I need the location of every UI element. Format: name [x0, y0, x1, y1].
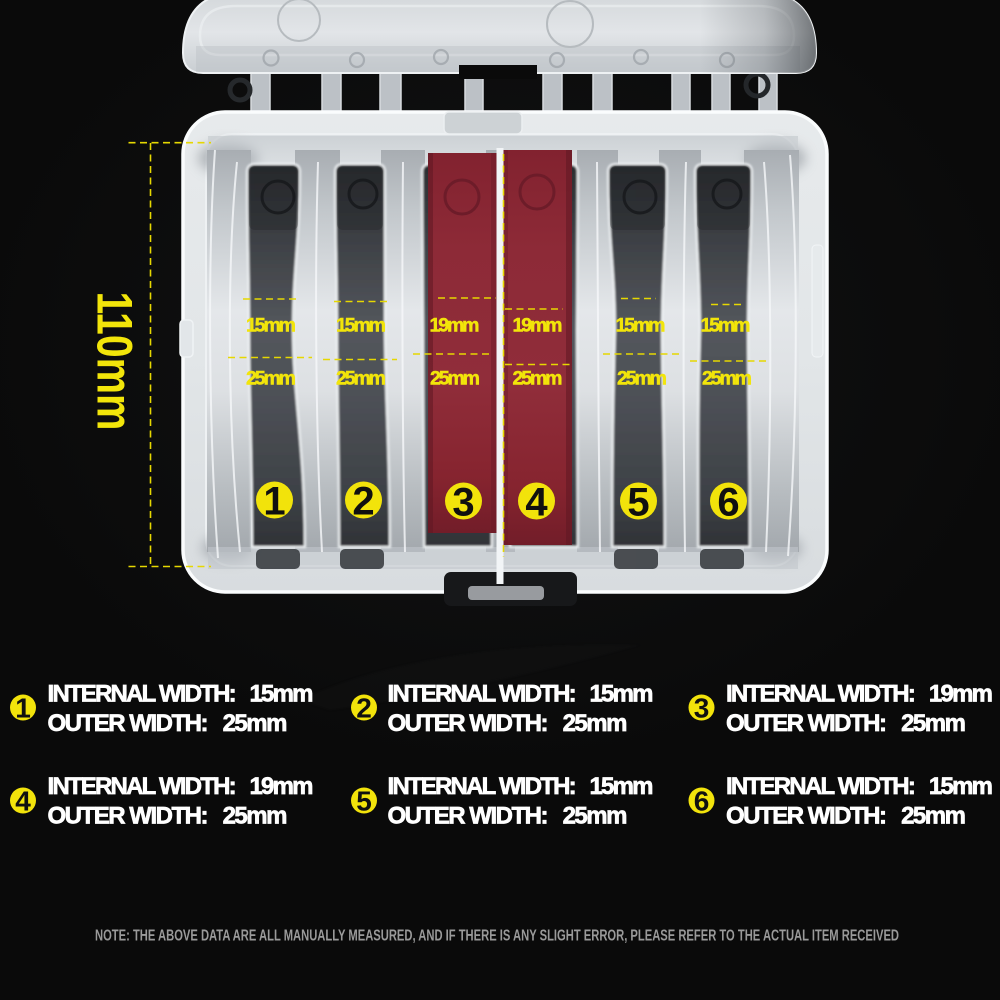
svg-text:110mm: 110mm	[87, 292, 143, 431]
svg-text:INTERNAL WIDTH: 15mm: INTERNAL WIDTH: 15mm	[48, 681, 314, 708]
svg-text:25mm: 25mm	[702, 368, 752, 390]
svg-text:1: 1	[263, 480, 285, 524]
svg-text:19mm: 19mm	[513, 315, 563, 337]
svg-text:5: 5	[356, 786, 372, 817]
svg-text:4: 4	[15, 786, 31, 817]
svg-text:19mm: 19mm	[430, 315, 480, 337]
svg-text:6: 6	[717, 481, 739, 525]
svg-text:15mm: 15mm	[336, 315, 386, 337]
svg-text:6: 6	[694, 786, 710, 817]
svg-text:OUTER WIDTH: 25mm: OUTER WIDTH: 25mm	[726, 710, 966, 737]
svg-text:25mm: 25mm	[617, 368, 667, 390]
svg-text:25mm: 25mm	[513, 368, 563, 390]
svg-text:3: 3	[694, 693, 710, 724]
svg-text:NOTE: THE ABOVE DATA ARE ALL M: NOTE: THE ABOVE DATA ARE ALL MANUALLY ME…	[95, 928, 899, 945]
svg-text:OUTER WIDTH: 25mm: OUTER WIDTH: 25mm	[388, 803, 628, 830]
svg-text:15mm: 15mm	[616, 315, 666, 337]
svg-text:5: 5	[627, 481, 649, 525]
svg-text:3: 3	[452, 481, 474, 525]
svg-text:OUTER WIDTH: 25mm: OUTER WIDTH: 25mm	[48, 710, 288, 737]
svg-text:4: 4	[525, 481, 548, 525]
svg-text:2: 2	[356, 693, 372, 724]
svg-text:OUTER WIDTH: 25mm: OUTER WIDTH: 25mm	[726, 803, 966, 830]
svg-text:25mm: 25mm	[336, 368, 386, 390]
svg-text:INTERNAL WIDTH: 15mm: INTERNAL WIDTH: 15mm	[388, 773, 654, 800]
svg-text:INTERNAL WIDTH: 15mm: INTERNAL WIDTH: 15mm	[388, 681, 654, 708]
svg-text:INTERNAL WIDTH: 19mm: INTERNAL WIDTH: 19mm	[726, 681, 993, 708]
svg-text:INTERNAL WIDTH: 15mm: INTERNAL WIDTH: 15mm	[726, 773, 993, 800]
svg-text:25mm: 25mm	[246, 368, 296, 390]
svg-text:25mm: 25mm	[430, 368, 480, 390]
svg-text:15mm: 15mm	[246, 315, 296, 337]
svg-text:2: 2	[352, 480, 374, 524]
svg-text:15mm: 15mm	[701, 315, 751, 337]
svg-text:OUTER WIDTH: 25mm: OUTER WIDTH: 25mm	[388, 710, 628, 737]
svg-text:1: 1	[15, 693, 31, 724]
svg-text:OUTER WIDTH: 25mm: OUTER WIDTH: 25mm	[48, 803, 288, 830]
svg-text:INTERNAL WIDTH: 19mm: INTERNAL WIDTH: 19mm	[48, 773, 314, 800]
